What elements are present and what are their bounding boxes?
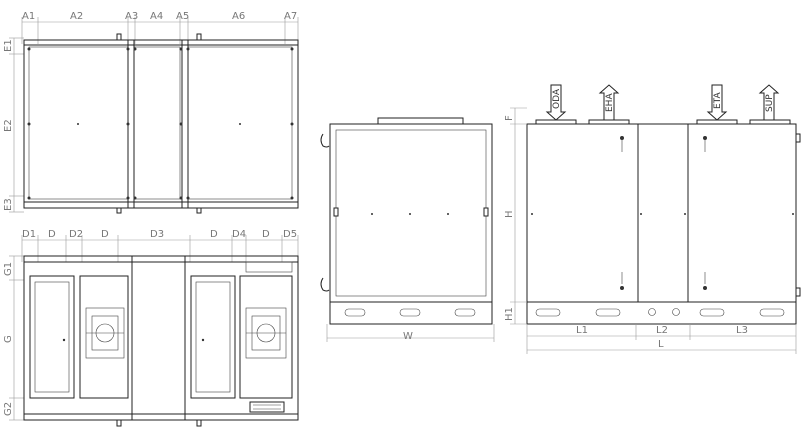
air-label-EHA: EHA bbox=[605, 93, 615, 112]
airflow-EHA-arrow: EHA bbox=[598, 84, 620, 121]
dim-H: H bbox=[504, 210, 515, 218]
dim-G1: G1 bbox=[3, 262, 14, 276]
dim-G: G bbox=[3, 335, 14, 343]
dim-D3: D3 bbox=[150, 229, 164, 240]
dim-L3: L3 bbox=[736, 325, 748, 336]
dim-W: W bbox=[403, 331, 413, 342]
air-label-SUP: SUP bbox=[765, 94, 775, 112]
dim-G2: G2 bbox=[3, 402, 14, 416]
dim-L: L bbox=[658, 339, 664, 350]
dim-D5: D5 bbox=[283, 229, 297, 240]
dim-D-1: D bbox=[48, 229, 56, 240]
dim-D-2: D bbox=[101, 229, 109, 240]
dim-A3: A3 bbox=[125, 11, 138, 22]
dim-A5: A5 bbox=[176, 11, 189, 22]
top-view: A1 A2 A3 A4 A5 A6 A7 E1 E2 E3 bbox=[3, 11, 299, 214]
dim-A4: A4 bbox=[150, 11, 163, 22]
dim-A2: A2 bbox=[70, 11, 83, 22]
dim-H1: H1 bbox=[504, 307, 515, 321]
air-label-ETA: ETA bbox=[713, 92, 723, 109]
front-view: D1 D D2 D D3 D D4 D D5 G1 G G2 bbox=[3, 229, 299, 427]
airflow-ODA-arrow: ODA bbox=[545, 84, 567, 121]
dim-L1: L1 bbox=[576, 325, 588, 336]
dim-E1: E1 bbox=[3, 39, 14, 52]
dim-L2: L2 bbox=[656, 325, 668, 336]
dim-D-3: D bbox=[210, 229, 218, 240]
dim-A6: A6 bbox=[232, 11, 245, 22]
dim-D-4: D bbox=[262, 229, 270, 240]
dim-D1: D1 bbox=[22, 229, 36, 240]
rear-view: ODA EHA ETA SUP bbox=[504, 84, 801, 354]
dim-D4: D4 bbox=[232, 229, 246, 240]
dim-E2: E2 bbox=[3, 119, 14, 132]
dim-F: F bbox=[504, 115, 515, 121]
dim-D2: D2 bbox=[69, 229, 83, 240]
dim-A7: A7 bbox=[284, 11, 297, 22]
dim-E3: E3 bbox=[3, 198, 14, 211]
dim-A1: A1 bbox=[22, 11, 35, 22]
airflow-SUP-arrow: SUP bbox=[758, 84, 780, 121]
air-label-ODA: ODA bbox=[552, 88, 562, 109]
airflow-ETA-arrow: ETA bbox=[706, 84, 728, 121]
side-view: W bbox=[320, 117, 495, 342]
